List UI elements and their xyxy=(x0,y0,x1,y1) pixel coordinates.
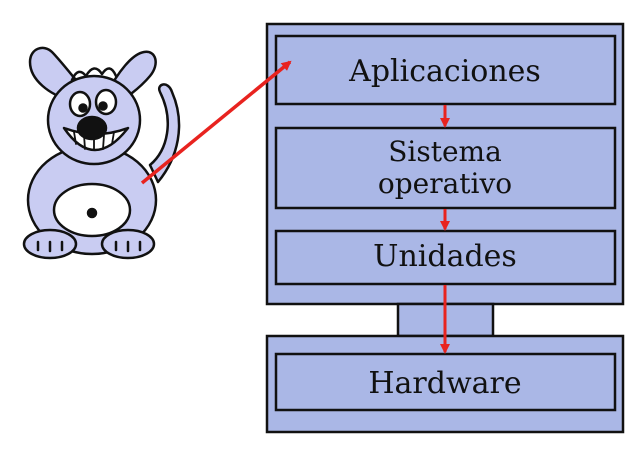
layer-os-box xyxy=(274,126,617,210)
layer-hardware-box xyxy=(274,352,617,412)
layer-applications-box xyxy=(274,34,617,106)
mascot-dog-icon xyxy=(22,46,181,260)
arrow-user-to-apps xyxy=(140,60,292,185)
label-applications: Aplicaciones xyxy=(348,54,541,89)
label-hardware: Hardware xyxy=(368,366,521,401)
label-drivers: Unidades xyxy=(373,239,517,274)
label-os-line1: Sistema xyxy=(388,135,502,168)
layer-drivers-box xyxy=(274,229,617,286)
label-os-line2: operativo xyxy=(378,167,512,200)
